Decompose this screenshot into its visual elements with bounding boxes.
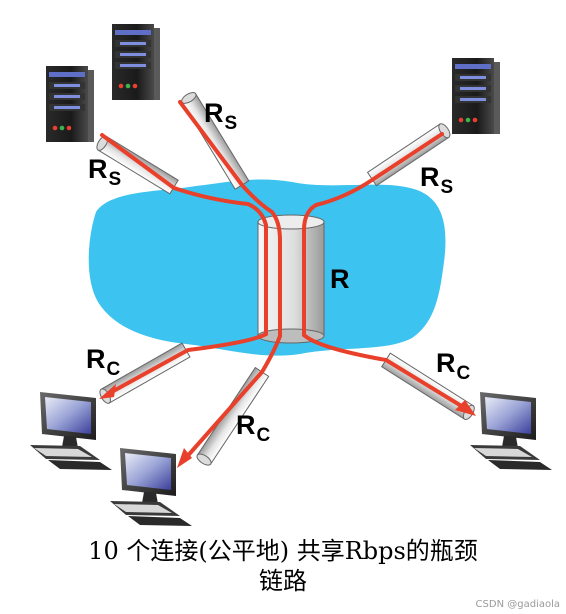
caption-line-1: 10 个连接(公平地) 共享Rbps的瓶颈 bbox=[88, 537, 478, 565]
label-rs-top: RS bbox=[204, 98, 238, 134]
server-icon bbox=[452, 58, 500, 134]
desktop-computer-icon bbox=[470, 392, 552, 470]
desktop-computer-icon bbox=[110, 448, 192, 526]
label-rs-right: RS bbox=[420, 162, 454, 198]
flow-right-server bbox=[302, 132, 444, 337]
label-rc-left: RC bbox=[86, 344, 121, 380]
flow-to-left-client bbox=[106, 332, 268, 396]
server-icon bbox=[46, 66, 94, 142]
label-rc-right: RC bbox=[436, 348, 471, 384]
diagram-caption: 10 个连接(公平地) 共享Rbps的瓶颈 链路 bbox=[0, 536, 566, 596]
flow-to-mid-client bbox=[182, 334, 282, 462]
access-link-top-server bbox=[181, 92, 250, 190]
label-rs-left: RS bbox=[88, 154, 122, 190]
arrow-head-mid-client bbox=[177, 448, 192, 468]
arrow-head-right-client bbox=[455, 400, 476, 416]
desktop-computer-icon bbox=[30, 392, 112, 470]
arrow-head-left-client bbox=[99, 384, 116, 399]
label-bottleneck-rate: R bbox=[330, 264, 350, 294]
flow-to-right-client bbox=[302, 333, 470, 412]
watermark: CSDN @gadiaola bbox=[475, 599, 560, 610]
flow-top-server bbox=[178, 100, 282, 338]
label-rc-mid: RC bbox=[236, 410, 271, 446]
flow-left-server bbox=[100, 133, 268, 336]
server-icon bbox=[112, 24, 160, 100]
caption-line-2: 链路 bbox=[259, 567, 307, 595]
